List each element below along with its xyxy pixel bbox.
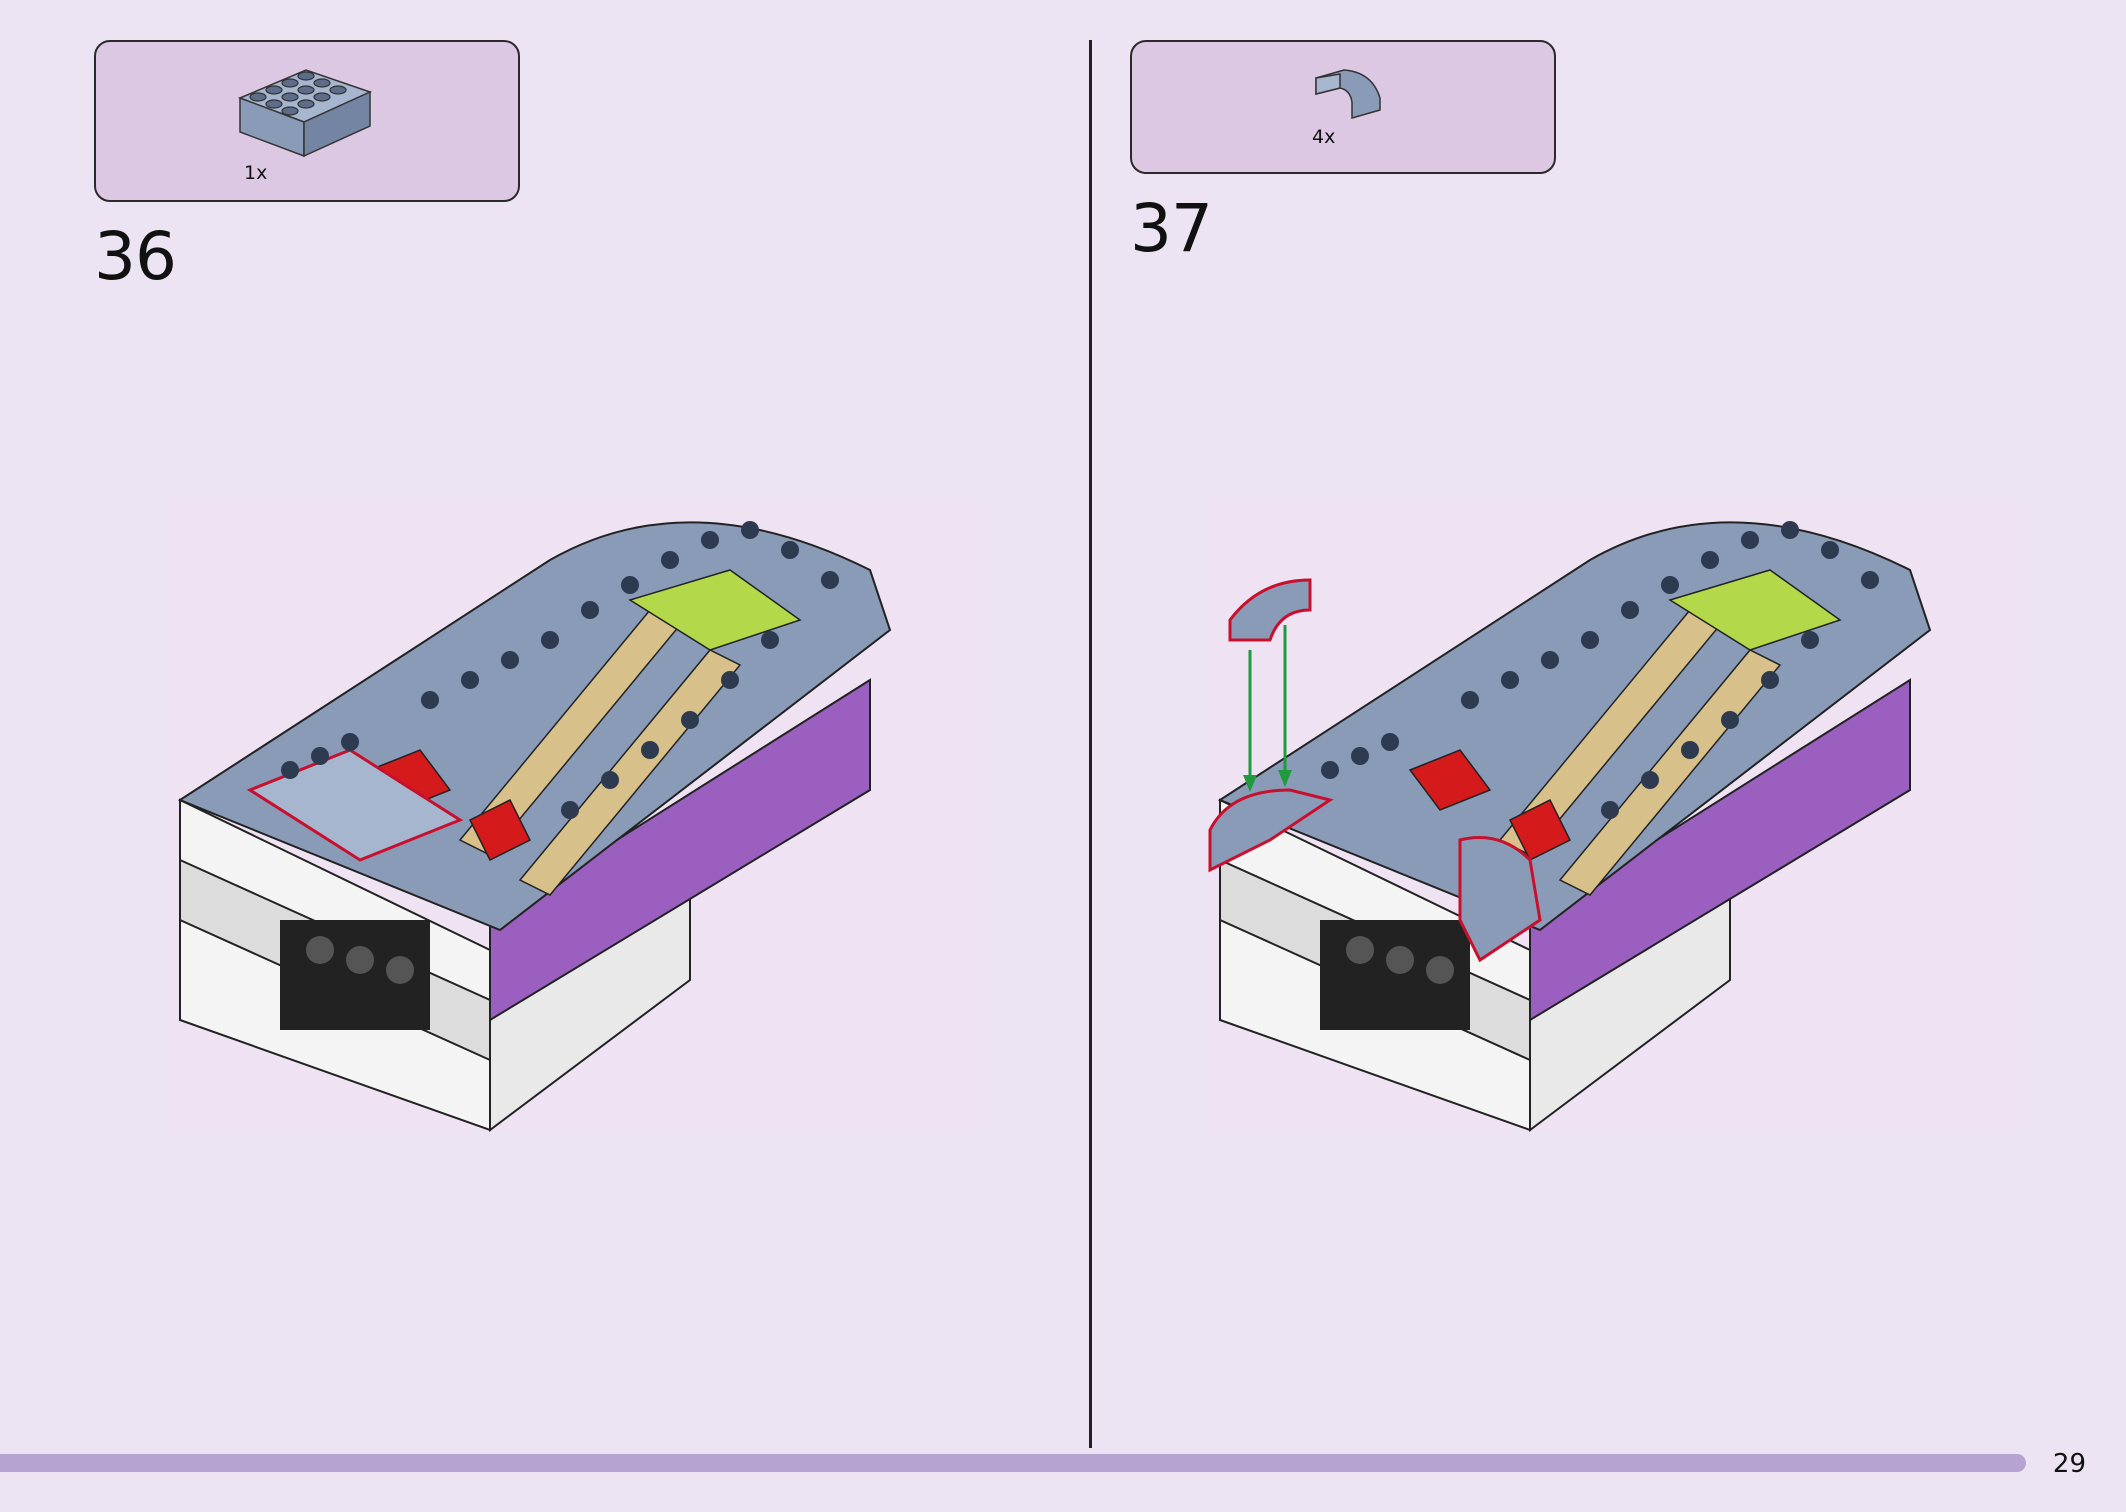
parts-callout-step-36: 1x: [94, 40, 520, 202]
page-number: 29: [2052, 1449, 2086, 1479]
part-quantity: 4x: [1312, 126, 1336, 148]
step-number: 36: [94, 218, 177, 295]
progress-bar: [0, 1454, 2026, 1472]
step-number: 37: [1130, 190, 1213, 267]
parts-callout-step-37: 4x: [1130, 40, 1556, 174]
curved-brick-icon: [1315, 69, 1381, 119]
build-illustration-step-36: [170, 500, 978, 1132]
brick-2x4-icon: [237, 69, 373, 158]
step-divider: [1089, 40, 1092, 1448]
part-quantity: 1x: [244, 162, 268, 184]
build-illustration-step-37: [1208, 500, 2018, 1132]
